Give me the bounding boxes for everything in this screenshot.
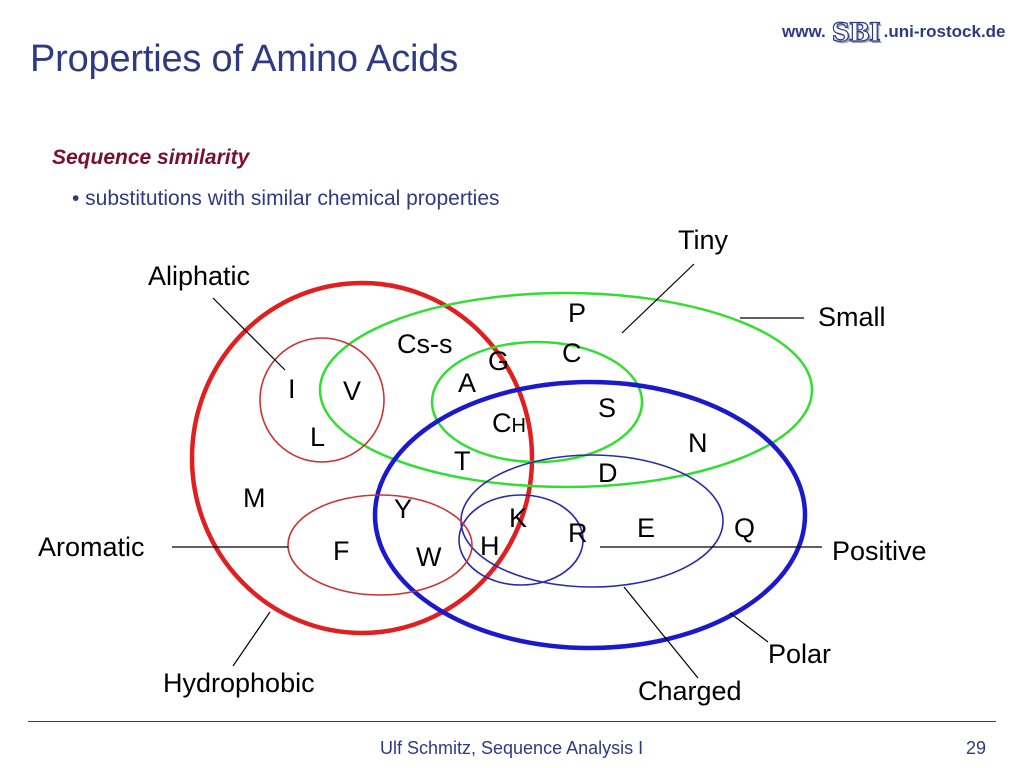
page-number: 29 <box>966 738 987 758</box>
aa-c: C <box>562 338 582 368</box>
tiny-set <box>430 340 644 464</box>
hydrophobic-set <box>189 280 535 636</box>
page-title: Properties of Amino Acids <box>30 38 458 80</box>
url-suffix: .uni-rostock.de <box>883 22 1006 41</box>
charged-leader <box>623 586 699 679</box>
aa-h: H <box>480 531 500 561</box>
label-aliphatic: Aliphatic <box>148 261 250 291</box>
aa-e: E <box>637 513 655 543</box>
aa-ch-c: C <box>492 408 512 438</box>
polar-set <box>372 379 808 651</box>
aa-g: G <box>488 346 509 376</box>
header-url: www. SBI .uni-rostock.de <box>782 14 1006 50</box>
label-tiny: Tiny <box>678 225 729 255</box>
aa-l: L <box>310 422 325 452</box>
sbi-logo: SBI <box>831 17 881 47</box>
aa-f: F <box>333 536 350 566</box>
aa-k: K <box>509 503 527 533</box>
polar-leader <box>729 612 769 643</box>
url-prefix: www. <box>782 22 826 41</box>
small-set <box>318 291 814 489</box>
aa-ch: CH <box>492 408 526 438</box>
aa-r: R <box>568 518 588 548</box>
aliphatic-set <box>259 337 385 463</box>
label-positive: Positive <box>832 536 927 566</box>
aa-v: V <box>343 376 361 406</box>
aa-s: S <box>598 393 616 423</box>
label-hydrophobic: Hydrophobic <box>163 668 315 698</box>
aa-i: I <box>288 374 296 404</box>
footer-divider <box>28 721 996 722</box>
aa-y: Y <box>394 494 412 524</box>
aa-p: P <box>568 298 586 328</box>
label-charged: Charged <box>638 676 742 706</box>
aa-a: A <box>458 368 476 398</box>
label-aromatic: Aromatic <box>38 532 145 562</box>
aa-ch-h: H <box>512 415 526 437</box>
aromatic-set <box>287 494 473 596</box>
aliphatic-leader <box>212 297 286 371</box>
tiny-leader <box>621 263 695 334</box>
hydrophobic-leader <box>232 611 271 667</box>
aa-m: M <box>243 483 266 513</box>
section-subtitle: Sequence similarity <box>52 146 250 169</box>
label-polar: Polar <box>768 639 831 669</box>
aa-q: Q <box>734 513 755 543</box>
label-small: Small <box>818 302 886 332</box>
aa-d: D <box>598 458 618 488</box>
aa-n: N <box>688 428 708 458</box>
positive-set <box>458 494 584 586</box>
aa-t: T <box>454 446 471 476</box>
footer-text: Ulf Schmitz, Sequence Analysis I <box>380 738 644 758</box>
bullet-point: • substitutions with similar chemical pr… <box>72 187 500 210</box>
aa-w: W <box>416 542 442 572</box>
aa-cs: Cs-s <box>397 329 453 359</box>
